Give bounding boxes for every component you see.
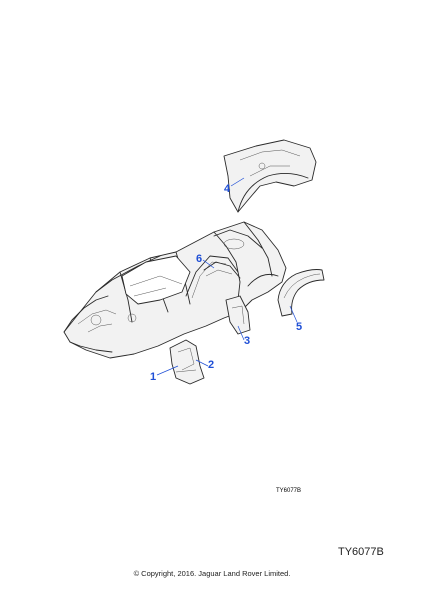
diagram-reference-large: TY6077B <box>338 546 384 558</box>
diagram-reference-small: TY6077B <box>276 488 302 494</box>
part-wheel-arch <box>277 269 325 317</box>
leader-lines <box>156 177 298 376</box>
callout-6: 6 <box>196 253 203 265</box>
part-b-post <box>225 295 251 335</box>
callout-3: 3 <box>244 335 251 347</box>
part-lower-a-post <box>169 339 205 385</box>
copyright-notice: © Copyright, 2016. Jaguar Land Rover Lim… <box>133 569 291 578</box>
body-shell <box>63 221 287 359</box>
callout-4: 4 <box>224 183 231 195</box>
part-inner-body-side <box>203 261 241 279</box>
callout-2: 2 <box>208 359 215 371</box>
part-rear-quarter <box>223 139 317 213</box>
callout-1: 1 <box>150 371 157 383</box>
callout-5: 5 <box>296 321 303 333</box>
